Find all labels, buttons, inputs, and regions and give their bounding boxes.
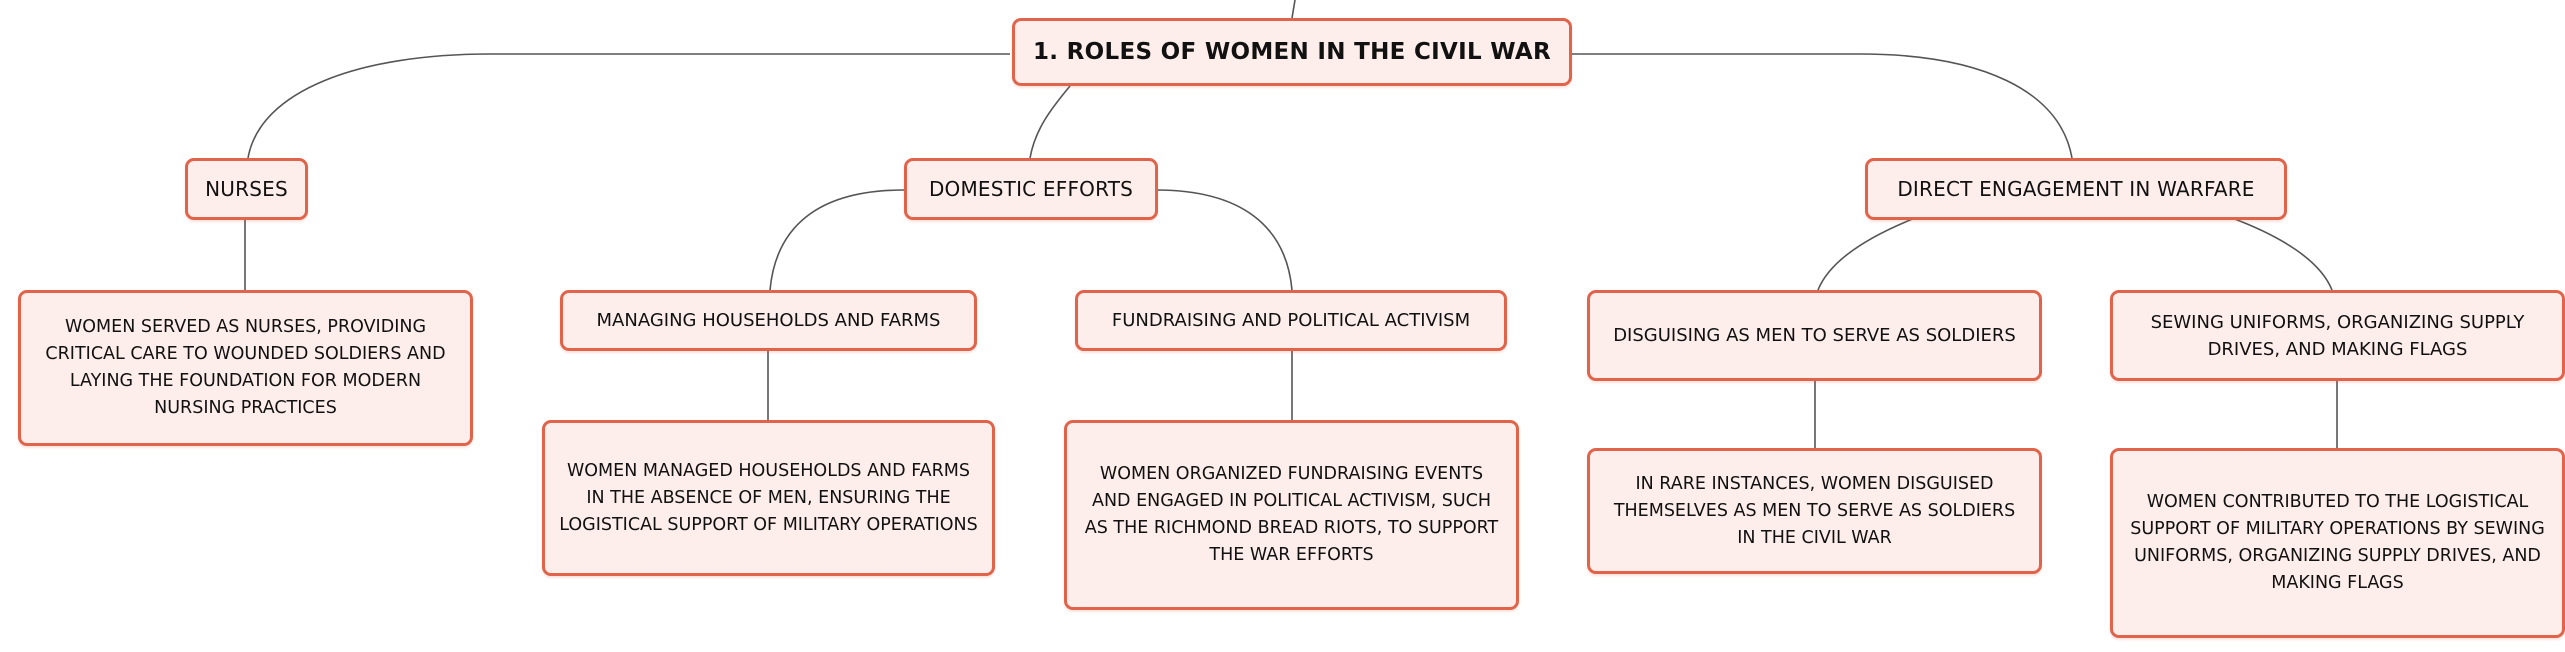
sewing-uniforms-detail-node[interactable]: WOMEN CONTRIBUTED TO THE LOGISTICAL SUPP… [2110,448,2565,638]
nurses-detail-node[interactable]: WOMEN SERVED AS NURSES, PROVIDING CRITIC… [18,290,473,446]
branch-domestic-efforts[interactable]: DOMESTIC EFFORTS [904,158,1158,220]
branch-nurses-label: NURSES [205,177,288,201]
managing-households-detail-text: WOMEN MANAGED HOUSEHOLDS AND FARMS IN TH… [559,460,978,535]
root-title: 1. ROLES OF WOMEN IN THE CIVIL WAR [1033,39,1551,65]
branch-nurses[interactable]: NURSES [185,158,308,220]
sub-disguising-as-men[interactable]: DISGUISING AS MEN TO SERVE AS SOLDIERS [1587,290,2042,381]
root-node[interactable]: 1. ROLES OF WOMEN IN THE CIVIL WAR [1012,18,1572,86]
connector-direct-disguising [1817,217,1916,291]
fundraising-activism-detail-text: WOMEN ORGANIZED FUNDRAISING EVENTS AND E… [1084,464,1499,565]
sub-disguising-as-men-label: DISGUISING AS MEN TO SERVE AS SOLDIERS [1613,325,2016,346]
disguising-as-men-detail-node[interactable]: IN RARE INSTANCES, WOMEN DISGUISED THEMS… [1587,448,2042,574]
disguising-as-men-detail-text: IN RARE INSTANCES, WOMEN DISGUISED THEMS… [1613,473,2016,548]
sub-sewing-uniforms[interactable]: SEWING UNIFORMS, ORGANIZING SUPPLY DRIVE… [2110,290,2565,381]
sub-managing-households[interactable]: MANAGING HOUSEHOLDS AND FARMS [560,290,977,351]
connector-domestic-managing [769,189,905,291]
branch-domestic-efforts-label: DOMESTIC EFFORTS [928,177,1134,201]
branch-direct-engagement-label: DIRECT ENGAGEMENT IN WARFARE [1897,177,2255,201]
branch-direct-engagement[interactable]: DIRECT ENGAGEMENT IN WARFARE [1865,158,2287,220]
sub-fundraising-activism[interactable]: FUNDRAISING AND POLITICAL ACTIVISM [1075,290,1507,351]
connector-root-direct [1570,53,2073,159]
sub-managing-households-label: MANAGING HOUSEHOLDS AND FARMS [596,310,941,331]
fundraising-activism-detail-node[interactable]: WOMEN ORGANIZED FUNDRAISING EVENTS AND E… [1064,420,1519,610]
nurses-detail-text: WOMEN SERVED AS NURSES, PROVIDING CRITIC… [45,317,446,418]
connector-root-nurses [247,53,1010,159]
sub-fundraising-activism-label: FUNDRAISING AND POLITICAL ACTIVISM [1111,310,1471,331]
sub-sewing-uniforms-label: SEWING UNIFORMS, ORGANIZING SUPPLY DRIVE… [2150,311,2525,360]
connector-direct-sewing [2231,217,2333,291]
connector-root-domestic [1029,85,1071,159]
managing-households-detail-node[interactable]: WOMEN MANAGED HOUSEHOLDS AND FARMS IN TH… [542,420,995,576]
sewing-uniforms-detail-text: WOMEN CONTRIBUTED TO THE LOGISTICAL SUPP… [2130,492,2545,593]
connector-domestic-fundraising [1155,189,1293,291]
connector-parent-root [1291,0,1296,19]
